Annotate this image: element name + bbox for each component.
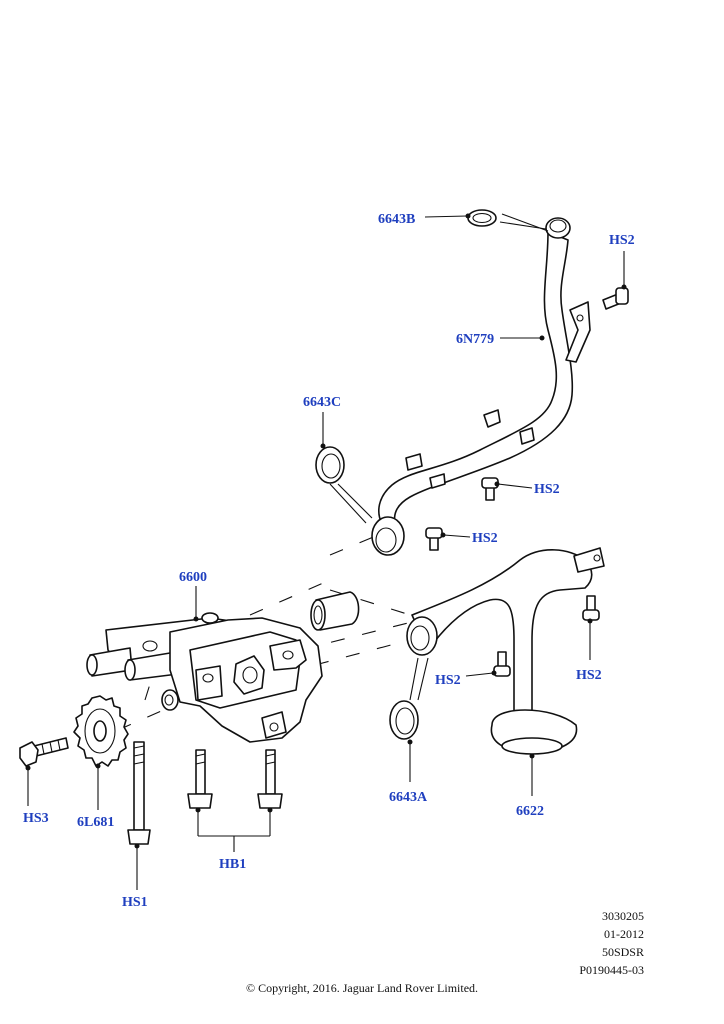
drawing-series: 50SDSR [601, 945, 644, 959]
bolt-hs2-mid2 [425, 527, 443, 551]
label-6643a: 6643A [389, 790, 428, 805]
drawing-date: 01-2012 [604, 927, 644, 941]
o-ring-6643c [315, 446, 345, 484]
o-ring-6643b [467, 209, 497, 227]
label-6643b: 6643B [378, 212, 415, 227]
label-hs2-low-right: HS2 [576, 668, 602, 683]
leader-lines [25, 213, 627, 890]
label-hs2-mid1: HS2 [534, 482, 560, 497]
label-6643c: 6643C [303, 395, 341, 410]
label-hs2-top: HS2 [609, 233, 635, 248]
label-hs1: HS1 [122, 895, 148, 910]
oil-pickup-6622 [406, 547, 605, 755]
drawing-code: 3030205 [602, 909, 644, 923]
copyright-notice: © Copyright, 2016. Jaguar Land Rover Lim… [245, 981, 479, 995]
label-hb1: HB1 [219, 857, 246, 872]
label-6l681: 6L681 [77, 815, 114, 830]
label-6n779: 6N779 [456, 332, 494, 347]
sprocket-6l681 [73, 695, 129, 767]
oil-pipe-6n779 [371, 217, 591, 556]
label-hs2-low-left: HS2 [435, 673, 461, 688]
o-ring-6643a [389, 700, 419, 740]
bolt-hb1-right [257, 749, 283, 809]
label-6600: 6600 [179, 570, 207, 585]
bolt-hs2-top [602, 287, 629, 310]
oil-pump-6600 [86, 612, 323, 743]
bolt-hs1 [127, 741, 151, 845]
bolt-hs2-low-right [582, 595, 600, 621]
bolt-hs2-mid1 [481, 477, 499, 501]
bolt-hs2-low-left [493, 651, 511, 677]
bolt-hb1-left [187, 749, 213, 809]
drawing-reference: P0190445-03 [579, 963, 644, 977]
label-hs2-mid2: HS2 [472, 531, 498, 546]
coupling-sleeve [310, 591, 360, 631]
label-6622: 6622 [516, 804, 544, 819]
bolt-hs3 [19, 737, 69, 767]
label-hs3: HS3 [23, 811, 49, 826]
